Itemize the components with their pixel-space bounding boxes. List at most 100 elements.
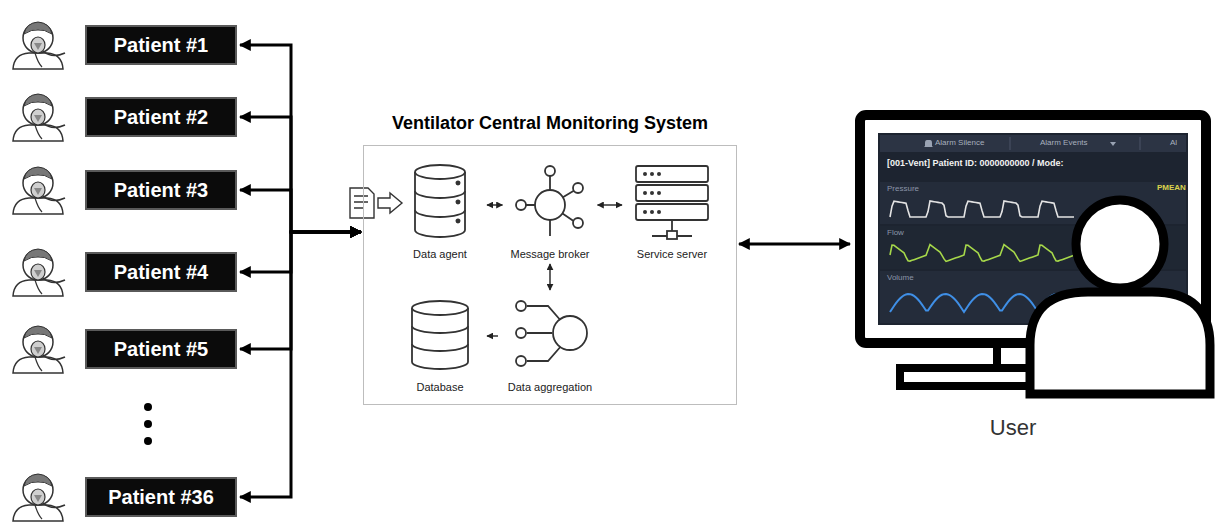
patient-icon	[13, 326, 65, 373]
drawing-part	[657, 210, 661, 214]
node-label: Patient #3	[114, 179, 208, 202]
node-label: Database	[416, 381, 463, 395]
drawing-part	[667, 231, 677, 239]
message-broker-icon	[516, 166, 583, 236]
dot	[144, 420, 152, 428]
drawing-part	[415, 191, 465, 217]
dot	[144, 403, 152, 411]
patient-box: Patient #5	[85, 329, 237, 369]
node-label: Message broker	[511, 248, 590, 262]
system-box: Ventilator Central Monitoring SystemData…	[363, 145, 737, 405]
drawing-part	[412, 301, 468, 315]
drawing-part	[636, 166, 708, 182]
drawing-part	[456, 219, 459, 222]
component-node: Service server	[624, 158, 720, 262]
component-node: Data agent	[395, 158, 485, 262]
patient-icons	[13, 22, 65, 521]
patient-box: Patient #3	[85, 170, 237, 210]
screen-toolbar	[880, 135, 1186, 152]
channel-label: Pressure	[887, 185, 919, 194]
patient-icon	[13, 22, 65, 69]
component-node: Database	[395, 292, 485, 395]
connector-arrow	[240, 232, 361, 272]
drawing-part	[516, 328, 526, 338]
drawing-part	[650, 172, 654, 176]
drawing-part	[636, 204, 708, 220]
drawing-part	[456, 200, 459, 203]
patient-box: Patient #2	[85, 97, 237, 137]
drawing-part	[456, 181, 459, 184]
user-body	[1030, 292, 1210, 394]
drawing-part	[350, 188, 374, 218]
connector-arrow	[240, 45, 361, 232]
drawing-part	[636, 185, 708, 201]
patient-header: [001-Vent] Patient ID: 0000000000 / Mode…	[887, 159, 1064, 169]
component-node: Message broker	[505, 158, 596, 262]
drawing-part	[650, 191, 654, 195]
connector-arrow	[598, 204, 623, 205]
toolbar-button: Alarm Events	[1040, 139, 1088, 148]
data-aggregation-icon	[516, 301, 587, 366]
drawing-part	[573, 218, 583, 228]
drawing-part	[643, 191, 647, 195]
channel-label: Volume	[887, 274, 914, 283]
patient-box: Patient #36	[85, 477, 237, 517]
drawing-part	[535, 190, 565, 220]
node-label: Patient #36	[108, 486, 214, 509]
ellipsis-dots	[144, 403, 152, 445]
user-head	[1076, 200, 1164, 288]
connector-arrow	[240, 190, 361, 232]
patient-box: Patient #4	[85, 252, 237, 292]
node-label: Data aggregation	[508, 381, 592, 395]
parameter-label: PMEAN	[1157, 184, 1186, 193]
channel-label: Flow	[887, 229, 904, 238]
drawing-part	[415, 165, 465, 179]
drawing-part	[573, 183, 583, 193]
data-agent-icon	[415, 165, 465, 237]
drawing-part	[378, 193, 402, 213]
patient-box: Patient #1	[85, 25, 237, 65]
database-icon	[412, 301, 468, 369]
connector-arrow	[549, 264, 550, 290]
component-node: Data aggregation	[500, 292, 600, 395]
node-label: Patient #2	[114, 106, 208, 129]
patient-icon	[13, 167, 65, 214]
bell-icon	[924, 140, 933, 147]
dot	[144, 437, 152, 445]
drawing-part	[516, 356, 526, 366]
drawing-part	[524, 174, 575, 236]
connector-arrow	[240, 117, 361, 232]
monitor-figure	[860, 115, 1210, 394]
drawing-part	[545, 166, 555, 176]
drawing-part	[516, 200, 526, 210]
drawing-part	[412, 326, 468, 351]
drawing-part	[516, 301, 526, 311]
node-label: Patient #1	[114, 34, 208, 57]
connector-arrow	[739, 243, 850, 246]
node-label: Patient #4	[114, 261, 208, 284]
user-label: User	[852, 415, 1174, 441]
connector-arrow	[487, 335, 498, 336]
drawing-part	[354, 196, 368, 208]
connector-arrow	[240, 232, 361, 497]
document-icon	[350, 188, 402, 218]
dropdown-caret	[1110, 142, 1116, 146]
patient-icon	[13, 249, 65, 296]
node-label: Service server	[637, 248, 707, 262]
flow-waveform	[890, 245, 1074, 262]
service-server-icon	[636, 166, 708, 239]
toolbar-button: Alarm Silence	[935, 139, 984, 148]
drawing-part	[650, 210, 654, 214]
toolbar-separator	[1010, 137, 1140, 150]
drawing-part	[412, 308, 468, 369]
connector-arrow	[240, 232, 361, 349]
drawing-part	[415, 172, 465, 237]
patient-icon	[13, 94, 65, 141]
drawing-part	[553, 316, 587, 350]
drawing-part	[643, 172, 647, 176]
drawing-part	[643, 172, 661, 214]
connector-arrow	[487, 204, 503, 205]
